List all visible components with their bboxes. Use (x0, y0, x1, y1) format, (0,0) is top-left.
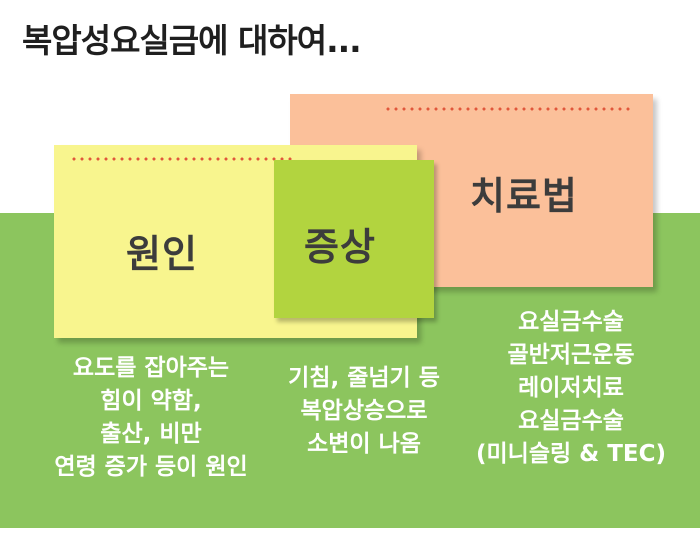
treatment-line: 요실금수술 (518, 309, 624, 335)
symptom-line: 소변이 나옴 (307, 431, 421, 457)
cause-label: 원인 (126, 232, 198, 276)
symptom-line: 복압상승으로 (300, 398, 428, 424)
cause-description: 요도를 잡아주는 힘이 약함, 출산, 비만 연령 증가 등이 원인 (30, 352, 272, 484)
cause-line: 힘이 약함, (100, 388, 202, 414)
treatment-line: 요실금수술 (518, 408, 624, 434)
cause-note-dotted-line (70, 157, 295, 161)
symptom-line: 기침, 줄넘기 등 (288, 365, 440, 391)
cause-line: 출산, 비만 (100, 421, 202, 447)
treatment-line: (미니슬링 & TEC) (475, 441, 666, 467)
symptom-note (274, 160, 434, 318)
symptom-label: 증상 (304, 225, 376, 269)
cause-line: 요도를 잡아주는 (72, 355, 230, 381)
cause-line: 연령 증가 등이 원인 (54, 454, 248, 480)
page-title: 복압성요실금에 대하여... (22, 21, 362, 60)
treatment-line: 골반저근운동 (507, 342, 635, 368)
treatment-description: 요실금수술 골반저근운동 레이저치료 요실금수술 (미니슬링 & TEC) (456, 306, 686, 471)
treatment-line: 레이저치료 (518, 375, 624, 401)
treatment-label: 치료법 (470, 174, 578, 218)
symptom-description: 기침, 줄넘기 등 복압상승으로 소변이 나옴 (266, 362, 462, 461)
treatment-note-dotted-line (384, 107, 634, 111)
